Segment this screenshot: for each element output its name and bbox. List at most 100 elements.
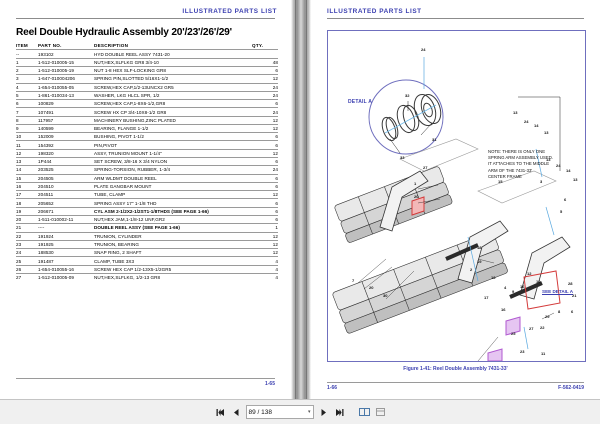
cell-qty: 6: [252, 206, 278, 216]
callout-14a: 14: [534, 123, 539, 128]
callout-23: 23: [520, 349, 525, 354]
cell-part-no: 204510: [38, 181, 94, 191]
callout-13a: 13: [513, 110, 518, 115]
callout-10: 10: [536, 279, 541, 284]
cell-description: SPRING ASSY 17" 1-1/8 THD: [94, 198, 252, 208]
cell-part-no: 191924: [38, 231, 94, 241]
table-row: 21----DOUBLE REEL ASSY (SEE PAGE 1-66)1: [16, 223, 278, 233]
figure-caption: Figure 1-41: Reel Double Assembly 7431-3…: [403, 366, 508, 372]
callout-3: 3: [540, 179, 543, 184]
illustration-frame: DETAIL A: [327, 30, 586, 362]
single-page-view-icon[interactable]: [374, 406, 387, 419]
callout-27: 27: [423, 165, 428, 170]
cell-item: 27: [16, 272, 38, 282]
cell-description: NUT,HEX,SLFLKG GR8 3/4-10: [94, 57, 252, 67]
page-right[interactable]: ILLUSTRATED PARTS LIST DETAIL A: [311, 0, 600, 399]
callout-6b: 6: [571, 309, 574, 314]
cell-description: SCREW HX CP 3/4-10X8-1/2 GR8: [94, 107, 252, 117]
callout-27b: 27: [529, 326, 534, 331]
next-page-icon[interactable]: [317, 406, 330, 419]
running-head-left: ILLUSTRATED PARTS LIST: [182, 8, 277, 15]
running-head-right: ILLUSTRATED PARTS LIST: [327, 8, 422, 15]
viewer-toolbar: 89 / 138 ▾: [0, 399, 600, 424]
cell-qty: 12: [252, 248, 278, 257]
cell-part-no: 191487: [38, 256, 94, 266]
callout-12: 12: [527, 271, 532, 276]
previous-page-icon[interactable]: [230, 406, 243, 419]
cell-item: 18: [16, 198, 38, 208]
cell-item: 11: [16, 140, 38, 150]
cell-description: TRUNION, CYLINDER: [94, 231, 252, 241]
cell-item: 12: [16, 148, 38, 158]
cell-item: 16: [16, 181, 38, 191]
chevron-down-icon[interactable]: ▾: [307, 409, 311, 415]
cell-part-no: 154392: [38, 140, 94, 150]
cell-description: SET SCREW, 3/8-16 X 3/4 NYLON: [94, 157, 252, 166]
cell-part-no: 203525: [38, 165, 94, 175]
callout-8: 8: [558, 309, 561, 314]
cell-part-no: 1-512-010005-15: [38, 57, 94, 67]
cell-qty: 6: [252, 198, 278, 208]
cell-description: SCREW HEX CAP 1/2-13X5-1/2GR5: [94, 264, 252, 274]
page-spread: ILLUSTRATED PARTS LIST Reel Double Hydra…: [0, 0, 600, 399]
cell-description: ASSY, TRUNION MOUNT 1-1/4": [94, 148, 252, 158]
callout-28: 28: [568, 281, 573, 286]
cell-description: SCREW,HEX CAP,1/2-13UNCX2 GR5: [94, 82, 252, 92]
two-page-view-icon[interactable]: [358, 406, 371, 419]
callout-11: 11: [541, 351, 546, 356]
cell-description: SPRING PIN,SLOTTED 5/16X1-1/2: [94, 74, 252, 84]
page-number-input[interactable]: 89 / 138 ▾: [245, 405, 314, 419]
callout-16a: 16: [501, 307, 506, 312]
page-left[interactable]: ILLUSTRATED PARTS LIST Reel Double Hydra…: [0, 0, 291, 399]
footer-rule-right: [327, 382, 584, 383]
cell-item: 26: [16, 264, 38, 274]
cell-item: 10: [16, 132, 38, 141]
assembly-note: NOTE: THERE IS ONLY ONE SPRING ARM ASSEM…: [488, 149, 554, 179]
cell-qty: 12: [252, 190, 278, 199]
callout-24b: 24: [524, 119, 529, 124]
cell-item: --: [16, 49, 38, 59]
cell-item: 22: [16, 231, 38, 241]
cell-qty: [252, 49, 278, 59]
callout-9: 9: [512, 289, 515, 294]
gutter-line-right: [306, 0, 307, 399]
cell-item: 14: [16, 165, 38, 175]
cell-description: MACHINERY BUSHING,ZINC PLATED: [94, 115, 252, 125]
cell-item: 19: [16, 206, 38, 216]
callout-24c: 24: [556, 163, 561, 168]
cell-qty: 24: [252, 90, 278, 100]
footer-page-left: 1-65: [264, 381, 275, 387]
cell-part-no: 100829: [38, 99, 94, 108]
last-page-icon[interactable]: [333, 406, 346, 419]
cell-part-no: 1-861-010034-13: [38, 90, 94, 100]
cell-part-no: 204505: [38, 173, 94, 183]
col-part-no: PART NO.: [38, 43, 62, 48]
cell-qty: 12: [252, 148, 278, 158]
cell-description: NUT 1-8 HEX SLF-LOCKING GR8: [94, 65, 252, 75]
cell-description: TUBE, CLAMP: [94, 190, 252, 199]
cell-qty: 6: [252, 99, 278, 108]
callout-5: 5: [560, 209, 563, 214]
callout-13b: 13: [544, 130, 549, 135]
col-qty: QTY.: [252, 43, 264, 48]
cell-part-no: 1-512-010005-09: [38, 272, 94, 282]
callout-19b: 19: [491, 275, 496, 280]
cell-part-no: ----: [38, 223, 94, 233]
callout-21: 21: [572, 293, 577, 298]
first-page-icon[interactable]: [214, 406, 227, 419]
cell-item: 3: [16, 74, 38, 84]
cell-description: SCREW,HEX CAP,1-8X6-1/2,GR8: [94, 99, 252, 108]
cell-item: 21: [16, 223, 38, 233]
cell-qty: 6: [252, 140, 278, 150]
cell-qty: 12: [252, 123, 278, 133]
cell-description: BEARING, FLANGE 1-1/2: [94, 123, 252, 133]
